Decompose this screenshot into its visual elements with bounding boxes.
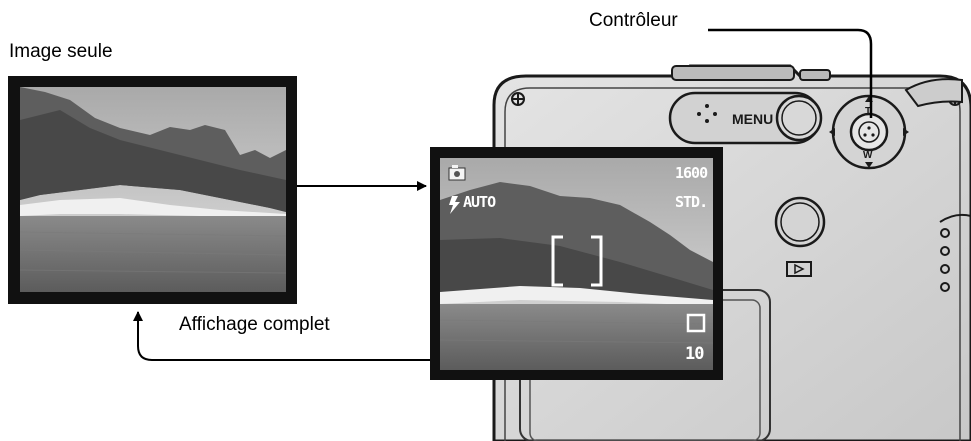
speaker-icon xyxy=(697,104,717,123)
menu-label: MENU xyxy=(732,111,773,127)
playback-icon xyxy=(786,261,812,277)
controller-pad[interactable]: T W xyxy=(829,94,909,170)
full-display-label: Affichage complet xyxy=(179,314,330,335)
menu-button[interactable] xyxy=(775,94,823,142)
focus-bracket-icon xyxy=(551,235,603,287)
indicator-lights xyxy=(940,228,950,292)
controller-callout-line xyxy=(708,28,873,118)
menu-button-pill[interactable]: MENU xyxy=(668,91,823,145)
full-display-lcd xyxy=(430,147,723,380)
drive-mode-single-icon xyxy=(686,313,706,333)
controller-center-button[interactable] xyxy=(849,112,889,152)
frames-remaining-readout: 10 xyxy=(685,344,705,364)
single-image-label: Image seule xyxy=(9,41,113,62)
quality-readout: STD. xyxy=(675,193,708,211)
controller-left-arrow-icon xyxy=(829,128,835,136)
flash-mode-readout: AUTO xyxy=(463,193,496,211)
quick-view-button[interactable] xyxy=(774,196,826,248)
image-size-readout: 1600 xyxy=(675,164,708,182)
arrow-to-single-image xyxy=(133,311,430,361)
single-image-photo xyxy=(8,76,297,304)
zoom-wide-label: W xyxy=(863,150,873,161)
screw-icon xyxy=(511,92,525,106)
controller-down-arrow-icon xyxy=(865,162,873,168)
flash-icon xyxy=(449,196,460,214)
zoom-tele-label: T xyxy=(865,106,871,117)
controller-label: Contrôleur xyxy=(589,10,678,31)
controller-right-arrow-icon xyxy=(903,128,909,136)
camera-mode-icon xyxy=(448,165,466,181)
